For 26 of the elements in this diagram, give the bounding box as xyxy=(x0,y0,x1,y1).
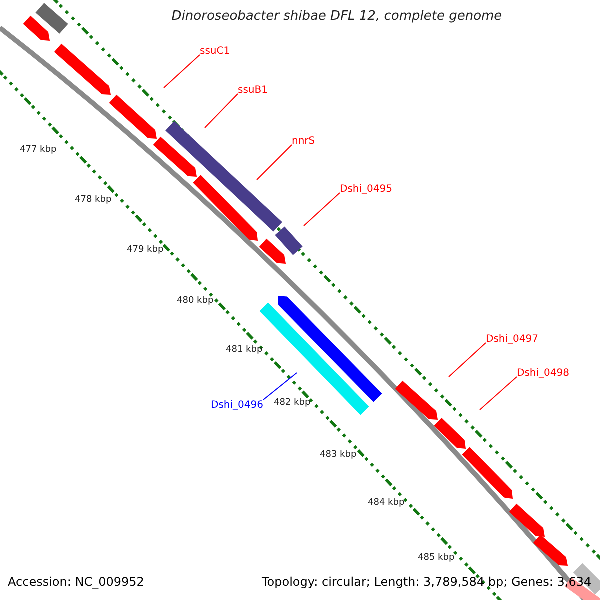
tick-label: 483 kbp xyxy=(320,450,357,460)
tick-label: 479 kbp xyxy=(127,245,164,255)
tick-label: 477 kbp xyxy=(20,145,57,155)
footer-text: Accession: NC_009952 xyxy=(8,575,144,589)
tick-label: 484 kbp xyxy=(368,498,405,508)
leader-line xyxy=(448,342,486,378)
tick-label: 485 kbp xyxy=(418,553,455,563)
footer-text: Topology: circular; Length: 3,789,584 bp; Genes: 3,634 xyxy=(262,575,592,589)
leader-line xyxy=(164,54,200,88)
gene-label: Dshi_0496 xyxy=(211,400,264,411)
gene-label: Dshi_0497 xyxy=(486,334,538,345)
leader-line xyxy=(256,144,292,180)
gene-label: ssuB1 xyxy=(238,85,268,96)
tick-label: 478 kbp xyxy=(75,195,112,205)
gene-label: Dshi_0495 xyxy=(340,184,392,195)
leader-line xyxy=(480,376,518,410)
gene-label: ssuC1 xyxy=(200,46,230,57)
leader-line xyxy=(204,94,238,128)
title: Dinoroseobacter shibae DFL 12, complete genome xyxy=(172,9,502,24)
leader-line xyxy=(304,192,340,226)
tick-label: 480 kbp xyxy=(177,296,214,306)
tick-label: 481 kbp xyxy=(226,345,263,355)
leader-line xyxy=(262,372,298,400)
tick-label: 482 kbp xyxy=(274,398,311,408)
gene-label: Dshi_0498 xyxy=(517,368,570,379)
gene-label: nnrS xyxy=(292,136,316,147)
